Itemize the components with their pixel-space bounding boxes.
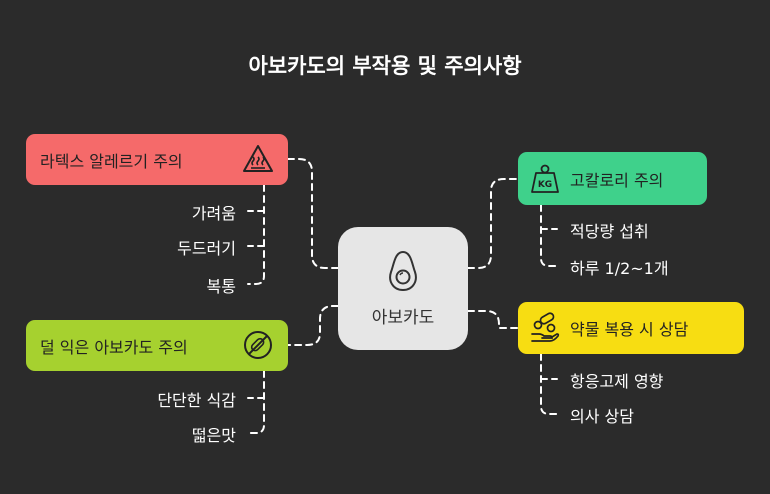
link-medication [467,310,519,329]
branch-medication-consult: 약물 복용 시 상담 [518,302,744,354]
link-latex [287,158,339,269]
link-latex-items [247,184,265,285]
leaf-unripe-1: 단단한 식감 [157,391,236,410]
kg-weight-icon: KG [529,163,561,195]
branch-calorie-label: 고칼로리 주의 [570,170,664,190]
hot-surface-warning-icon [242,143,274,175]
leaf-medication-1: 항응고제 영향 [570,372,664,391]
diagram-title: 아보카도의 부작용 및 주의사항 [248,54,522,78]
leaf-latex-1: 가려움 [191,204,236,223]
link-calorie-items [540,204,558,267]
prohibited-pill-icon [242,329,274,361]
branch-high-calorie: KG 고칼로리 주의 [518,152,707,205]
center-node-avocado: 아보카도 [338,227,468,350]
branch-unripe-avocado: 덜 익은 아보카도 주의 [26,320,288,371]
link-unripe [287,305,339,346]
branch-latex-label: 라텍스 알레르기 주의 [40,151,183,171]
leaf-calorie-1: 적당량 섭취 [570,222,649,241]
leaf-medication-2: 의사 상담 [570,407,634,426]
link-calorie [467,178,519,269]
pills-hand-icon [530,312,562,344]
kg-icon-text: KG [538,180,552,190]
leaf-latex-3: 복통 [206,277,236,296]
leaf-unripe-2: 떫은맛 [191,426,236,445]
leaf-calorie-2: 하루 1/2~1개 [570,259,669,278]
branch-latex-allergy: 라텍스 알레르기 주의 [26,134,288,185]
link-medication-items [540,353,558,415]
center-label: 아보카도 [371,308,435,328]
leaf-latex-2: 두드러기 [177,239,236,258]
branch-unripe-label: 덜 익은 아보카도 주의 [40,337,188,357]
branch-medication-label: 약물 복용 시 상담 [570,320,689,339]
link-unripe-items [247,370,265,434]
avocado-icon [386,249,420,297]
